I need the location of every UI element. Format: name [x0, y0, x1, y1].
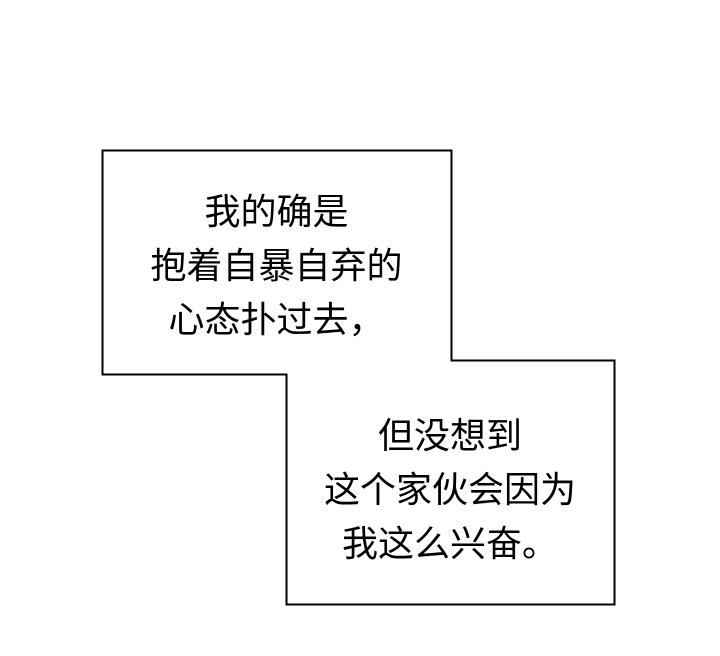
caption-line: 心态扑过去，	[168, 300, 385, 341]
caption-line: 我这么兴奋。	[341, 524, 558, 565]
caption-line: 但没想到	[377, 416, 522, 457]
narration-box-2: 但没想到 这个家伙会因为 我这么兴奋。	[286, 410, 614, 572]
caption-line: 这个家伙会因为	[323, 470, 576, 511]
caption-line: 我的确是	[204, 192, 349, 233]
narration-box-1: 我的确是 抱着自暴自弃的 心态扑过去，	[102, 186, 451, 348]
caption-line: 抱着自暴自弃的	[150, 246, 403, 287]
